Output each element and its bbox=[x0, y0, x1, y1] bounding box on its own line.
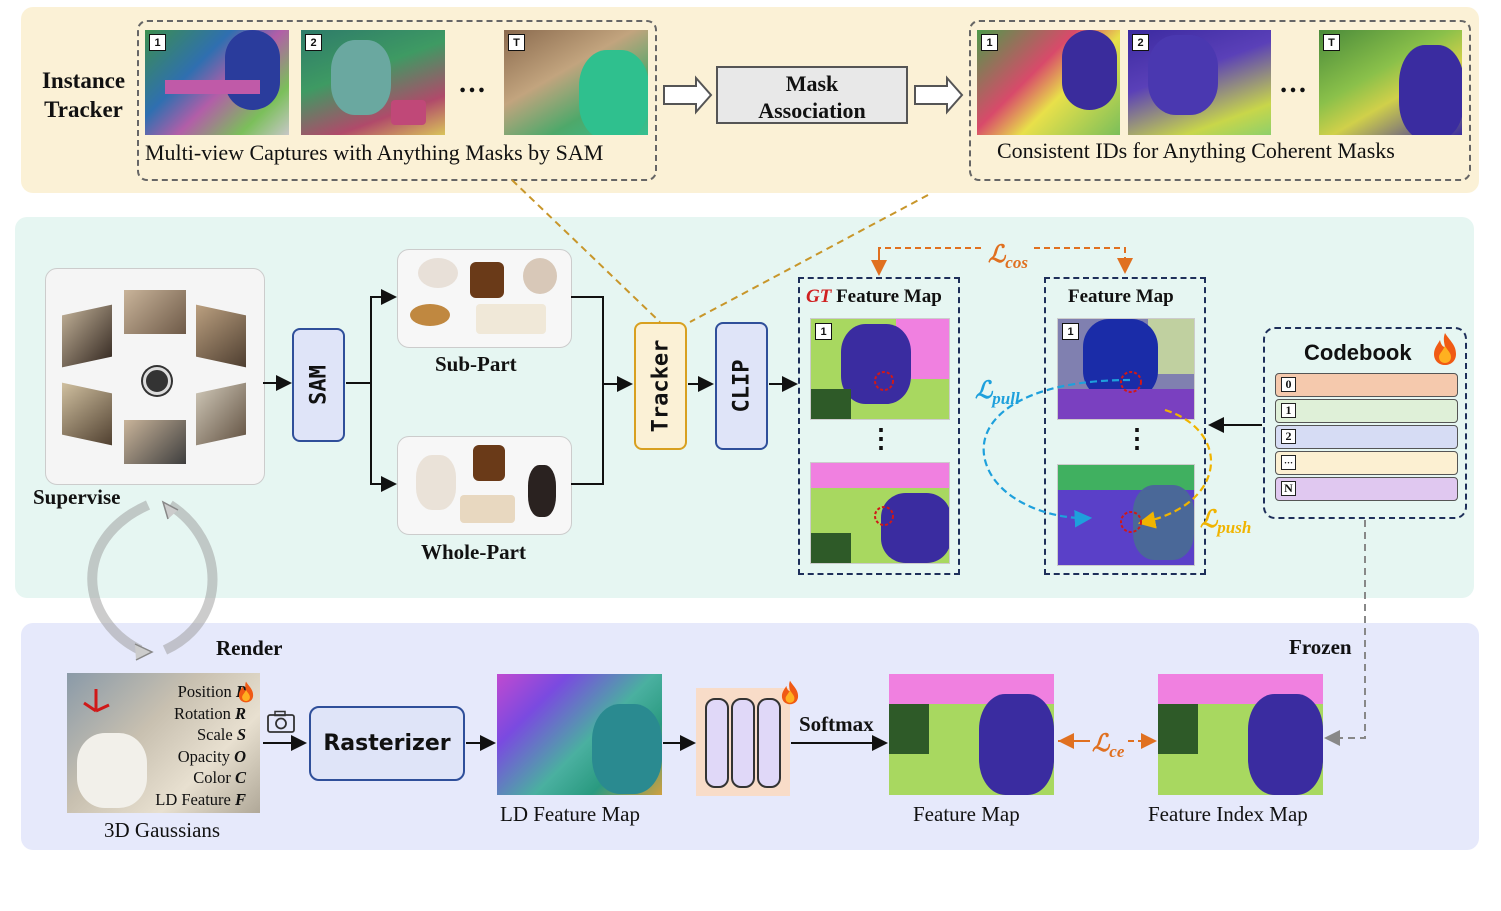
fire-icon bbox=[237, 681, 255, 703]
attr-rotation: Rotation R bbox=[174, 703, 246, 723]
gaussians-caption: 3D Gaussians bbox=[104, 818, 221, 842]
codebook-key: ··· bbox=[1281, 455, 1296, 470]
attr-opacity: Opacity O bbox=[177, 746, 246, 766]
feature-index-map bbox=[1158, 674, 1323, 795]
feature-index-caption: Feature Index Map bbox=[1148, 802, 1308, 826]
view-thumb bbox=[124, 290, 186, 334]
whole-part-box bbox=[397, 436, 572, 535]
loss-symbol: ℒ bbox=[1200, 507, 1218, 533]
sam-box: SAM bbox=[292, 328, 345, 442]
frame-tag: 1 bbox=[149, 34, 166, 51]
loss-symbol: ℒ bbox=[975, 378, 993, 404]
gaussian-attributes: Position P Rotation R Scale S Opacity O … bbox=[140, 681, 260, 811]
ld-feature-map-image bbox=[497, 674, 662, 795]
clip-box: CLIP bbox=[715, 322, 768, 450]
render-label: Render bbox=[216, 636, 283, 660]
ellipsis: … bbox=[458, 68, 486, 99]
loss-push-label: ℒpush bbox=[1200, 505, 1251, 538]
tracker-box: Tracker bbox=[634, 322, 687, 450]
codebook-box bbox=[1263, 327, 1467, 519]
codebook-title: Codebook bbox=[1304, 340, 1412, 365]
camera-icon bbox=[143, 367, 171, 395]
attr-scale: Scale S bbox=[196, 725, 246, 745]
gt-feature-map-title: GT Feature Map bbox=[806, 286, 942, 308]
camera-icon bbox=[266, 710, 296, 734]
frame-tag: 1 bbox=[1062, 323, 1079, 340]
codebook-key: N bbox=[1281, 481, 1296, 496]
sub-part-label: Sub-Part bbox=[435, 352, 517, 376]
frozen-label: Frozen bbox=[1289, 635, 1352, 659]
gt-feature-map-label: Feature Map bbox=[836, 286, 942, 307]
rasterizer-label: Rasterizer bbox=[323, 731, 451, 756]
whole-part-label: Whole-Part bbox=[421, 540, 526, 564]
ld-feature-caption: LD Feature Map bbox=[500, 802, 640, 826]
frame-tag: 2 bbox=[1132, 34, 1149, 51]
feature-map-box bbox=[1044, 277, 1206, 575]
vdots-fm: ⋮ bbox=[1124, 424, 1150, 453]
feature-map-title: Feature Map bbox=[1068, 286, 1174, 307]
loss-ce-label: ℒce bbox=[1092, 729, 1124, 762]
consistent-mask-2: 2 bbox=[1128, 30, 1271, 135]
loss-pull-sub: pull bbox=[992, 388, 1020, 408]
consistent-caption: Consistent IDs for Anything Coherent Mas… bbox=[997, 138, 1395, 163]
mask-assoc-label-2: Association bbox=[758, 98, 866, 123]
loss-symbol: ℒ bbox=[988, 242, 1006, 268]
frame-tag: 1 bbox=[981, 34, 998, 51]
axis-icon bbox=[81, 683, 111, 713]
loss-pull-label: ℒpull bbox=[975, 376, 1020, 409]
codebook-row-ellipsis: ··· bbox=[1275, 451, 1458, 475]
codebook-key: 0 bbox=[1281, 377, 1296, 392]
frame-tag: 2 bbox=[305, 34, 322, 51]
codebook-row-1: 1 bbox=[1275, 399, 1458, 423]
frame-tag: T bbox=[1323, 34, 1340, 51]
loss-cos-sub: cos bbox=[1005, 252, 1028, 272]
consistent-mask-1: 1 bbox=[977, 30, 1120, 135]
rendered-feature-map bbox=[889, 674, 1054, 795]
gt-feature-map-box bbox=[798, 277, 960, 575]
attr-ld-feature: LD Feature F bbox=[155, 789, 246, 809]
attr-color: Color C bbox=[193, 768, 246, 788]
mask-assoc-label-1: Mask bbox=[785, 71, 839, 96]
frame-tag: 1 bbox=[815, 323, 832, 340]
ellipsis-2: … bbox=[1279, 68, 1307, 99]
feature-map-caption: Feature Map bbox=[913, 802, 1020, 826]
gt-feature-map-T: T bbox=[810, 462, 950, 564]
fire-icon bbox=[1432, 332, 1458, 366]
codebook-row-2: 2 bbox=[1275, 425, 1458, 449]
loss-symbol: ℒ bbox=[1092, 731, 1110, 757]
feature-map-1: 1 bbox=[1057, 318, 1195, 420]
mlp-decoder bbox=[696, 688, 790, 796]
codebook-row-N: N bbox=[1275, 477, 1458, 501]
fire-icon bbox=[780, 680, 800, 705]
codebook-key: 1 bbox=[1281, 403, 1296, 418]
sam-capture-2: 2 bbox=[301, 30, 445, 135]
multiview-caption: Multi-view Captures with Anything Masks … bbox=[145, 140, 604, 165]
mask-association-box: Mask Association bbox=[716, 66, 908, 124]
loss-cos-label: ℒcos bbox=[988, 240, 1028, 273]
softmax-label: Softmax bbox=[799, 712, 874, 736]
loss-ce-sub: ce bbox=[1109, 741, 1125, 761]
sam-capture-1: 1 bbox=[145, 30, 289, 135]
codebook-row-0: 0 bbox=[1275, 373, 1458, 397]
consistent-ids-box bbox=[969, 20, 1471, 181]
vdots-gt: ⋮ bbox=[868, 424, 894, 453]
rasterizer-box: Rasterizer bbox=[309, 706, 465, 781]
sam-capture-T: T bbox=[504, 30, 648, 135]
codebook-key: 2 bbox=[1281, 429, 1296, 444]
view-thumb bbox=[124, 420, 186, 464]
consistent-mask-T: T bbox=[1319, 30, 1462, 135]
supervise-label: Supervise bbox=[33, 485, 121, 509]
sub-part-box bbox=[397, 249, 572, 348]
gaussians-scene-image bbox=[67, 673, 260, 813]
instance-tracker-title: Instance Tracker bbox=[41, 68, 126, 122]
gt-label: GT bbox=[806, 286, 832, 307]
arrow-icon bbox=[663, 75, 964, 115]
multiview-captures-box bbox=[137, 20, 657, 181]
frame-tag: T bbox=[508, 34, 525, 51]
loss-push-sub: push bbox=[1217, 517, 1252, 537]
gt-feature-map-1: 1 bbox=[810, 318, 950, 420]
